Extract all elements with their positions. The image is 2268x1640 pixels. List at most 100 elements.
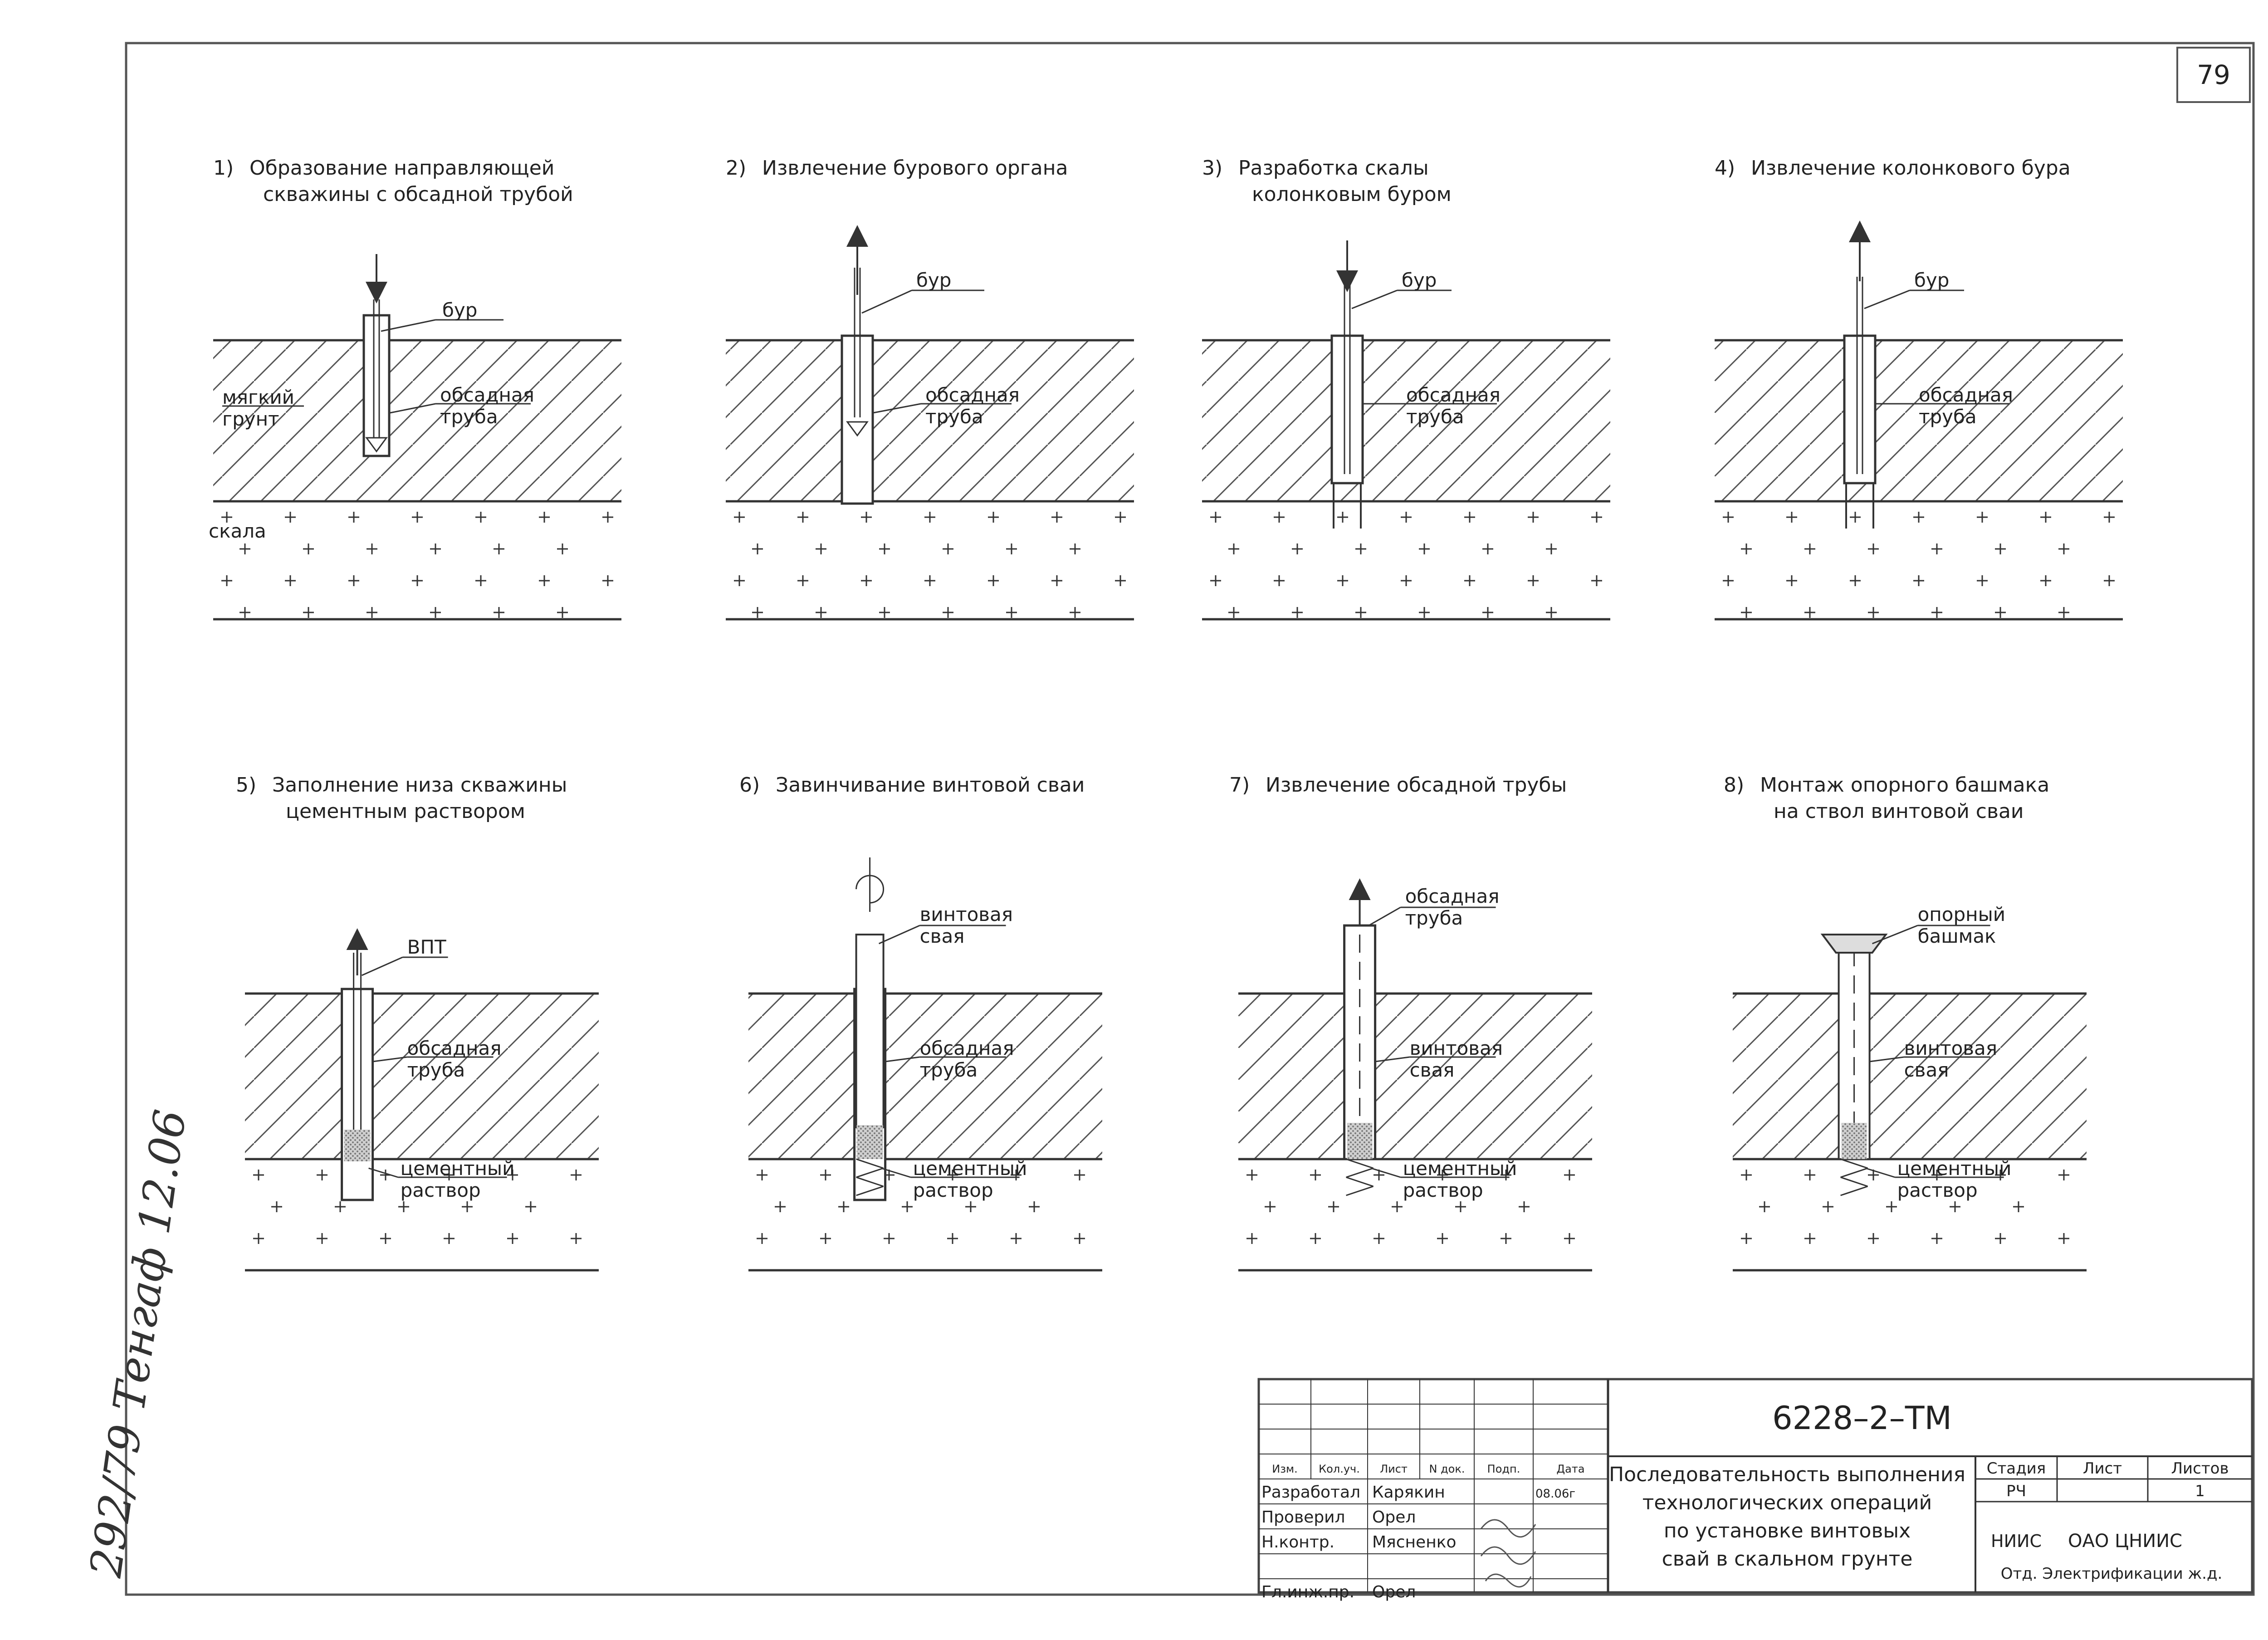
cement-fill	[1347, 1123, 1373, 1159]
step-number: 7)	[1229, 773, 1250, 797]
cement-label-line-0: цементный	[1897, 1157, 2012, 1180]
shoe-label-line-0: опорный	[1918, 903, 2005, 925]
tb-drawing-title-3: свай в скальном грунте	[1662, 1547, 1913, 1571]
drill-label: бур	[1402, 269, 1437, 291]
tb-sheet-header: Лист	[2083, 1459, 2122, 1478]
shoe-label-leader	[1872, 925, 1918, 945]
soft-soil-hatch	[245, 994, 599, 1159]
casing-pipe	[341, 988, 374, 1201]
step-title-line-1: скважины с обсадной трубой	[263, 183, 573, 206]
drill-label-leader	[1351, 289, 1398, 309]
casing-label-line-1: труба	[1406, 406, 1464, 428]
drill-label: бур	[916, 269, 951, 291]
vpt-label: ВПТ	[407, 936, 446, 958]
step-title-line-0: Заполнение низа скважины	[272, 773, 567, 797]
cement-label-line-1: раствор	[913, 1179, 993, 1201]
cement-label-line-1: раствор	[1897, 1179, 1978, 1201]
soft-soil-hatch	[1202, 340, 1610, 501]
cement-label-leader	[1865, 1167, 1896, 1178]
screw-thread	[856, 1185, 884, 1196]
casing-top-label-line-0: обсадная	[1405, 885, 1500, 907]
drill-bit	[846, 421, 869, 437]
step-title-line-1: на ствол винтовой сваи	[1774, 800, 2024, 823]
step-title-line-0: Образование направляющей	[249, 157, 554, 180]
step-number: 4)	[1715, 157, 1735, 180]
screw-thread	[856, 1167, 884, 1178]
casing-label-leader	[873, 403, 921, 414]
tb-header-0: Изм.	[1272, 1463, 1297, 1475]
drill-bit	[365, 437, 388, 453]
page-number-box	[2176, 47, 2251, 103]
screw-thread	[856, 1158, 884, 1169]
page-number: 79	[2197, 59, 2230, 90]
step-number: 5)	[236, 773, 256, 797]
tb-drawing-title-0: Последовательность выполнения	[1609, 1463, 1965, 1486]
cement-label-line-1: раствор	[1403, 1179, 1483, 1201]
step-panel-7: 7) Извлечение обсадной трубы обсаднаятруба…	[1229, 773, 1592, 1272]
step-number: 3)	[1202, 157, 1222, 180]
drill-label-leader	[381, 319, 436, 332]
tb-header-1: Кол.уч.	[1319, 1463, 1360, 1475]
soft-soil-hatch	[1733, 994, 2087, 1159]
soft-soil-hatch	[726, 340, 1134, 501]
step-title-line-0: Завинчивание винтовой сваи	[776, 773, 1085, 797]
cement-label-line-0: цементный	[1403, 1157, 1517, 1180]
pile-label-leader	[878, 925, 920, 945]
tb-role-2: Н.контр.	[1261, 1533, 1334, 1552]
casing-top-label-line-1: труба	[1405, 907, 1463, 929]
outer-frame	[125, 42, 2255, 1596]
tb-drawing-title-2: по установке винтовых	[1664, 1519, 1911, 1542]
tb-name-2: Мясненко	[1372, 1533, 1457, 1552]
step-title-line-0: Извлечение колонкового бура	[1751, 157, 2071, 180]
tb-role-4: Гл.инж.пр.	[1261, 1583, 1354, 1601]
step-title-line-1: цементным раствором	[286, 800, 525, 823]
cement-fill	[1841, 1123, 1867, 1159]
signatures	[1480, 1519, 1536, 1588]
soft-soil-hatch	[1238, 994, 1592, 1159]
title-block-frame	[1257, 1378, 2253, 1594]
step-title-line-0: Извлечение обсадной трубы	[1266, 773, 1567, 797]
casing-label-line-1: труба	[440, 406, 498, 428]
soft-soil-hatch	[1715, 340, 2123, 501]
tb-org-logo: НИИС	[1991, 1531, 2042, 1551]
casing-label-line-0: обсадная	[407, 1037, 502, 1059]
tb-header-2: Лист	[1380, 1463, 1408, 1475]
drill-label: бур	[442, 299, 477, 321]
casing-label-line-1: труба	[1919, 406, 1977, 428]
screw-thread	[1840, 1176, 1868, 1187]
casing-top-label-leader	[1368, 906, 1401, 926]
tb-header-5: Дата	[1556, 1463, 1584, 1475]
tb-org-line-1: ОАО ЦНИИС	[2068, 1531, 2182, 1552]
tb-name-1: Орел	[1372, 1508, 1416, 1527]
casing-label-line-0: обсадная	[440, 384, 534, 406]
drill-label-leader	[861, 289, 912, 314]
vpt-label-leader	[361, 956, 403, 976]
step-number: 1)	[213, 157, 234, 180]
step-panel-5: 5) Заполнение низа скважины цементным раст…	[236, 773, 599, 1272]
casing-label-line-1: труба	[407, 1059, 465, 1081]
soft-soil-hatch	[748, 994, 1102, 1159]
cement-label-leader	[368, 1167, 399, 1178]
tb-sheets-header: Листов	[2171, 1459, 2229, 1478]
casing-label-line-0: обсадная	[925, 384, 1020, 406]
cement-label-leader	[881, 1167, 911, 1178]
screw-pile-shaft	[855, 934, 885, 1128]
casing-label-line-1: труба	[925, 406, 983, 428]
step-panel-1: 1) Образование направляющей скважины с обс…	[209, 157, 621, 621]
screw-thread	[1346, 1176, 1374, 1187]
casing-label-leader	[885, 1056, 920, 1062]
pile-label-line-1: свая	[920, 925, 965, 947]
step-title-line-0: Монтаж опорного башмака	[1760, 773, 2049, 797]
tb-role-1: Проверил	[1261, 1508, 1345, 1527]
screw-thread	[1346, 1185, 1374, 1196]
step-title-line-1: колонковым буром	[1252, 183, 1452, 206]
casing-pipe	[841, 334, 874, 505]
drill-label-leader	[1864, 289, 1910, 309]
screw-thread	[1840, 1167, 1868, 1178]
cement-label-line-1: раствор	[401, 1179, 481, 1201]
step-title-line-0: Извлечение бурового органа	[762, 157, 1068, 180]
screw-thread	[1346, 1158, 1374, 1169]
